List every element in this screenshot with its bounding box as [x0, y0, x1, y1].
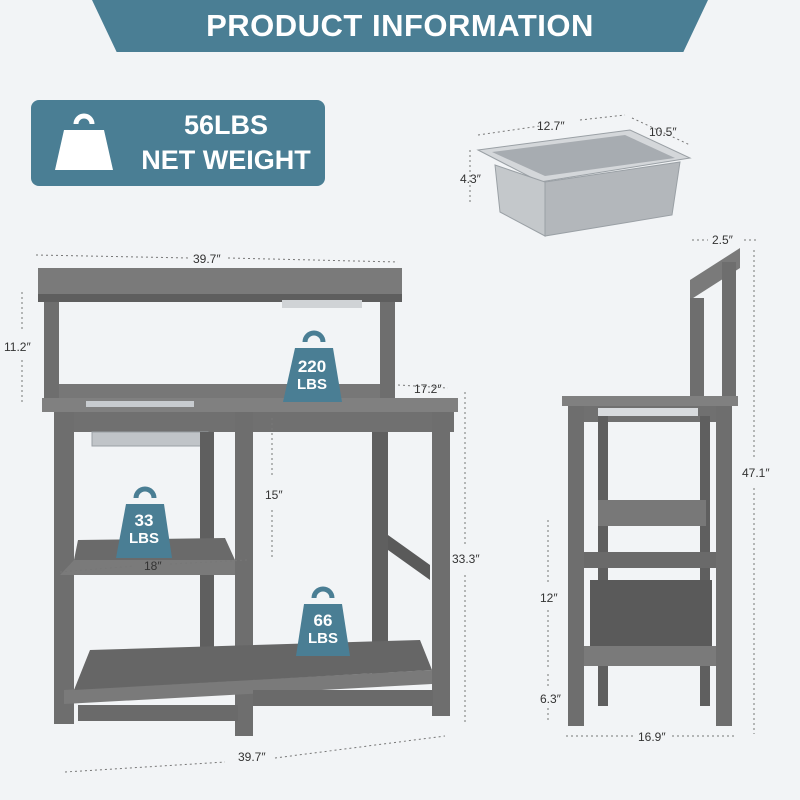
- sink-illustration: [476, 129, 692, 237]
- total-height-label: 47.1″: [742, 466, 770, 480]
- dimension-lines: [21, 114, 756, 773]
- capacity-top-value: 220: [297, 357, 327, 376]
- capacity-icon-66: [296, 586, 350, 656]
- capacity-mid-label: 33 LBS: [120, 512, 168, 548]
- sink-width-label: 12.7″: [537, 119, 565, 133]
- table-height-label: 33.3″: [452, 552, 480, 566]
- net-weight-box: 56LBS NET WEIGHT: [31, 100, 325, 186]
- capacity-top-unit: LBS: [297, 376, 327, 393]
- side-shelf-gap-label: 12″: [540, 591, 558, 605]
- capacity-mid-value: 33: [134, 511, 154, 530]
- capacity-bottom-label: 66 LBS: [299, 612, 347, 648]
- bottom-width-label: 39.7″: [238, 750, 266, 764]
- side-view-table: [562, 248, 740, 726]
- shelf-width-label: 18″: [144, 559, 162, 573]
- side-top-depth-label: 2.5″: [712, 233, 733, 247]
- ground-clearance-label: 6.3″: [540, 692, 561, 706]
- net-weight-label: NET WEIGHT: [141, 145, 311, 175]
- table-depth-label: 17.2″: [414, 382, 442, 396]
- sink-height-label: 4.3″: [460, 172, 481, 186]
- capacity-icon-220: [283, 330, 342, 402]
- shelf-gap-label: 15″: [265, 488, 283, 502]
- capacity-icon-33: [116, 486, 172, 558]
- sink-depth-label: 10.5″: [649, 125, 677, 139]
- capacity-top-label: 220 LBS: [288, 358, 336, 394]
- capacity-bottom-value: 66: [313, 611, 333, 630]
- side-depth-label: 16.9″: [638, 730, 666, 744]
- front-view-table: [38, 268, 458, 736]
- net-weight-value: 56LBS: [183, 110, 269, 140]
- capacity-bottom-unit: LBS: [308, 630, 338, 647]
- capacity-mid-unit: LBS: [129, 530, 159, 547]
- banner-title: PRODUCT INFORMATION: [206, 8, 594, 43]
- product-information-banner: PRODUCT INFORMATION: [92, 0, 708, 52]
- weight-icon: [55, 113, 113, 170]
- top-width-label: 39.7″: [193, 252, 221, 266]
- hutch-height-label: 11.2″: [4, 340, 31, 354]
